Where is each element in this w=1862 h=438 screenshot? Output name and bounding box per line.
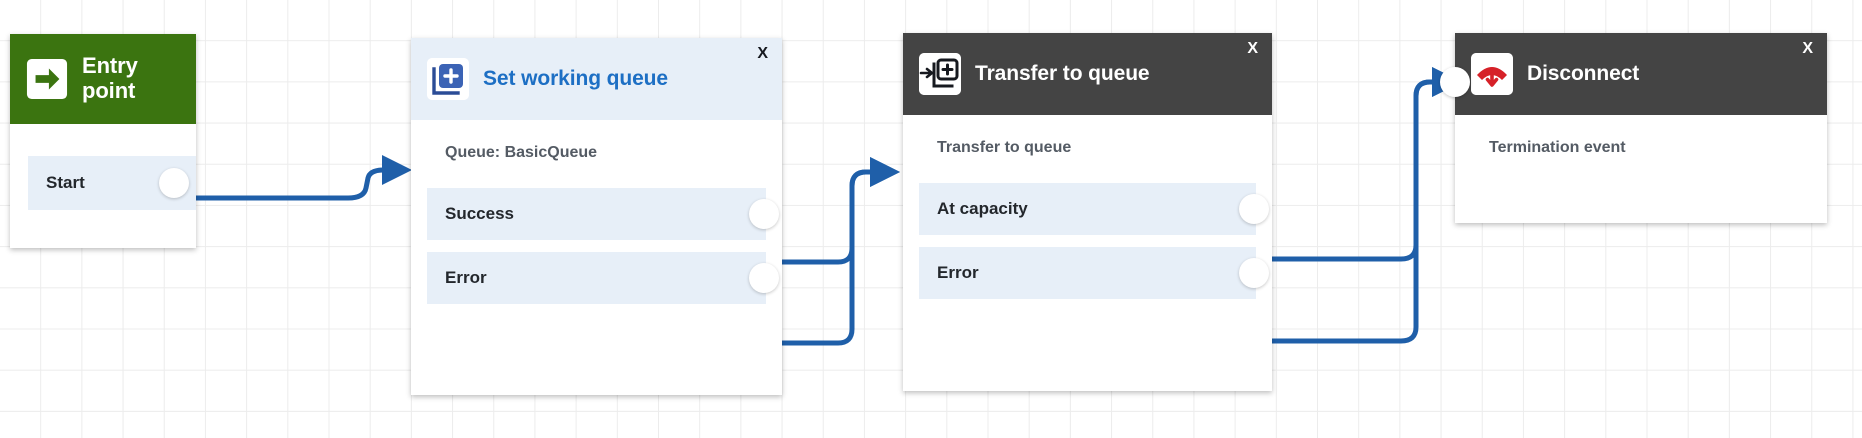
node-title-entry-point: Entry point — [82, 54, 138, 103]
port-dot-error[interactable] — [1239, 258, 1269, 288]
close-icon[interactable]: X — [1802, 40, 1813, 57]
node-set-working-queue[interactable]: Set working queue X Queue: BasicQueue Su… — [411, 38, 782, 395]
port-dot-disconnect-input[interactable] — [1440, 67, 1470, 97]
wire-transfererror-to-disconnect — [1272, 67, 1462, 344]
close-icon[interactable]: X — [757, 45, 768, 62]
port-label-error: Error — [445, 268, 487, 287]
phone-hangup-icon — [1471, 53, 1513, 95]
node-title-disconnect: Disconnect — [1527, 62, 1640, 86]
port-row-error[interactable]: Error — [919, 247, 1269, 299]
node-header-disconnect: Disconnect X — [1440, 33, 1827, 115]
port-row-success[interactable]: Success — [427, 188, 779, 240]
node-header-entry-point: Entry point — [10, 34, 196, 124]
spacer — [10, 124, 196, 156]
node-disconnect[interactable]: Disconnect X Termination event — [1440, 33, 1827, 223]
wire-error-to-transfer — [782, 157, 900, 346]
node-title-line2: point — [82, 78, 136, 103]
node-entry-point[interactable]: Entry point Start — [10, 34, 196, 248]
port-label-start: Start — [46, 173, 85, 192]
port-label-at-capacity: At capacity — [937, 199, 1028, 218]
node-body-entry-point: Start — [10, 124, 196, 210]
node-title-transfer-to-queue: Transfer to queue — [975, 62, 1150, 86]
port-label-error: Error — [937, 263, 979, 282]
port-dot-success[interactable] — [749, 199, 779, 229]
port-row-at-capacity[interactable]: At capacity — [919, 183, 1269, 235]
close-icon[interactable]: X — [1247, 40, 1258, 57]
port-dot-start[interactable] — [159, 168, 189, 198]
port-dot-error[interactable] — [749, 263, 779, 293]
node-title-line1: Entry — [82, 53, 138, 79]
node-body-set-working-queue: Queue: BasicQueue Success Error — [411, 120, 782, 304]
node-transfer-to-queue[interactable]: Transfer to queue X Transfer to queue At… — [903, 33, 1272, 391]
wire-success-to-transfer — [782, 157, 900, 265]
wire-start-to-set-working-queue — [175, 155, 412, 201]
node-body-disconnect: Termination event — [1455, 115, 1827, 183]
node-subtitle-set-working-queue: Queue: BasicQueue — [445, 144, 598, 161]
node-title-set-working-queue: Set working queue — [483, 67, 668, 91]
arrow-right-in-square-icon — [26, 58, 68, 100]
port-label-success: Success — [445, 204, 514, 223]
port-dot-at-capacity[interactable] — [1239, 194, 1269, 224]
node-subtitle-transfer-to-queue: Transfer to queue — [937, 139, 1072, 156]
node-header-set-working-queue: Set working queue X — [411, 38, 782, 120]
transfer-to-queue-icon — [919, 53, 961, 95]
port-row-start[interactable]: Start — [28, 156, 196, 210]
node-body-transfer-to-queue: Transfer to queue At capacity Error — [903, 115, 1272, 299]
port-row-error[interactable]: Error — [427, 252, 779, 304]
add-to-queue-icon — [427, 58, 469, 100]
node-header-transfer-to-queue: Transfer to queue X — [903, 33, 1272, 115]
node-subtitle-disconnect: Termination event — [1489, 139, 1626, 156]
